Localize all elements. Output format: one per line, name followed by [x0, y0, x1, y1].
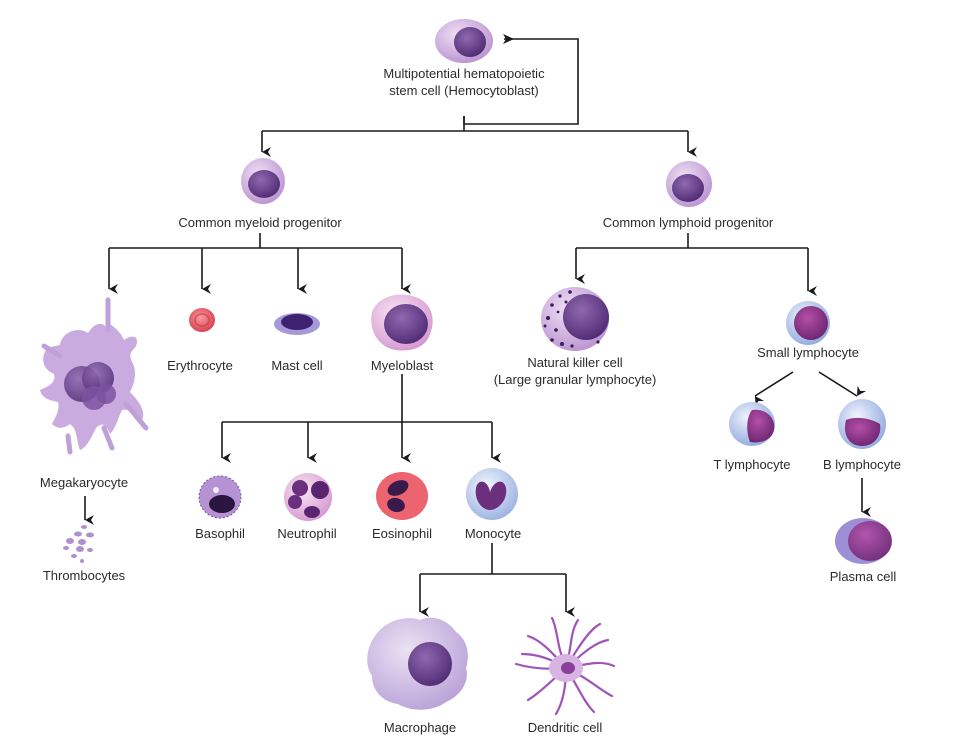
label-t-lymphocyte: T lymphocyte — [713, 457, 791, 472]
dendritic-cell-icon — [514, 616, 616, 716]
myeloid-progenitor-cell-icon — [241, 158, 285, 204]
label-stem-line1: Multipotential hematopoietic — [383, 66, 545, 81]
thrombocytes-icon — [63, 525, 94, 563]
plasma-cell-icon — [835, 518, 892, 564]
t-lymphocyte-cell-icon — [729, 402, 775, 446]
label-plasma-cell: Plasma cell — [829, 569, 897, 584]
mast-cell-icon — [274, 313, 320, 335]
label-eosinophil: Eosinophil — [372, 526, 432, 541]
basophil-cell-icon — [198, 475, 242, 519]
small-lymphocyte-cell-icon — [786, 301, 830, 345]
label-mast-cell: Mast cell — [271, 358, 323, 373]
erythrocyte-cell-icon — [189, 308, 215, 332]
neutrophil-cell-icon — [284, 473, 332, 521]
edge-stem-branch — [262, 116, 688, 132]
edge-small-lymphocyte-b — [818, 371, 867, 397]
label-b-lymphocyte: B lymphocyte — [822, 457, 902, 472]
edge-myeloblast-branch — [222, 374, 492, 423]
label-neutrophil: Neutrophil — [277, 526, 337, 541]
monocyte-cell-icon — [466, 468, 518, 520]
label-nk-line2: (Large granular lymphocyte) — [493, 372, 657, 387]
label-monocyte: Monocyte — [464, 526, 522, 541]
connectors — [84, 34, 871, 617]
label-macrophage: Macrophage — [383, 720, 457, 735]
label-myeloid-progenitor: Common myeloid progenitor — [178, 215, 342, 230]
edge-monocyte-branch — [420, 543, 566, 575]
edge-lymphoid-branch — [576, 233, 808, 249]
label-stem-line2: stem cell (Hemocytoblast) — [389, 83, 539, 98]
macrophage-cell-icon — [367, 617, 468, 710]
label-small-lymphocyte: Small lymphocyte — [757, 345, 859, 360]
label-lymphoid-progenitor: Common lymphoid progenitor — [602, 215, 774, 230]
label-erythrocyte: Erythrocyte — [167, 358, 233, 373]
megakaryocyte-cell-icon — [40, 297, 149, 455]
label-basophil: Basophil — [195, 526, 245, 541]
label-dendritic-cell: Dendritic cell — [527, 720, 603, 735]
label-megakaryocyte: Megakaryocyte — [39, 475, 129, 490]
eosinophil-cell-icon — [376, 472, 428, 520]
edge-small-lymphocyte-t — [754, 371, 794, 407]
b-lymphocyte-cell-icon — [838, 399, 886, 449]
label-nk-line1: Natural killer cell — [527, 355, 623, 370]
label-thrombocytes: Thrombocytes — [42, 568, 126, 583]
lymphoid-progenitor-cell-icon — [666, 161, 712, 207]
label-myeloblast: Myeloblast — [370, 358, 434, 373]
stem-cell-icon — [435, 19, 493, 63]
natural-killer-cell-icon — [541, 287, 609, 351]
edge-myeloid-branch — [109, 233, 402, 249]
myeloblast-cell-icon — [371, 294, 433, 351]
